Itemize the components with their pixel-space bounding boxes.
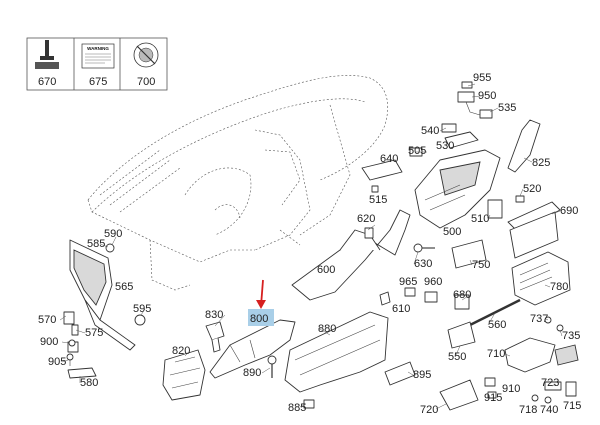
label-505: 505 <box>408 145 426 157</box>
part-640-switch-panel <box>361 159 403 181</box>
part-540-clip <box>441 123 457 133</box>
label-620: 620 <box>357 213 375 225</box>
part-960-switch <box>404 287 470 310</box>
leader-lines <box>59 83 563 410</box>
label-950: 950 <box>478 90 496 102</box>
part-565-side-panel <box>69 239 136 351</box>
part-510-switch <box>487 199 503 219</box>
label-520: 520 <box>523 183 541 195</box>
label-890: 890 <box>243 367 261 379</box>
label-900: 900 <box>40 336 58 348</box>
red-arrow-icon <box>256 279 266 309</box>
label-640: 640 <box>380 153 398 165</box>
label-880: 880 <box>318 323 336 335</box>
label-830: 830 <box>205 309 223 321</box>
part-600-lower-trim <box>291 209 411 301</box>
part-550-bracket <box>447 321 476 349</box>
part-905-screw <box>66 353 74 366</box>
part-723-button <box>544 381 562 391</box>
label-585: 585 <box>87 238 105 250</box>
part-520-clip <box>515 195 525 203</box>
label-575: 575 <box>85 327 103 339</box>
label-820: 820 <box>172 345 190 357</box>
part-820-end-cap <box>162 349 206 401</box>
part-720-module <box>439 379 479 411</box>
label-565: 565 <box>115 281 133 293</box>
label-905: 905 <box>48 356 66 368</box>
label-885: 885 <box>288 402 306 414</box>
label-780: 780 <box>550 281 568 293</box>
part-915-clip <box>487 391 497 399</box>
part-580-pad <box>67 367 97 379</box>
warning-label-icon: WARNING <box>81 43 115 69</box>
part-515-clip <box>371 185 379 193</box>
label-510: 510 <box>471 213 489 225</box>
legend-boxes: WARNING 670 675 700 <box>26 37 168 91</box>
part-900-screw <box>68 339 76 347</box>
label-718: 718 <box>519 404 537 416</box>
label-965: 965 <box>399 276 417 288</box>
part-530-trim <box>444 131 479 149</box>
label-500: 500 <box>443 226 461 238</box>
label-715: 715 <box>563 400 581 412</box>
part-910-clip <box>484 377 496 387</box>
label-630: 630 <box>414 258 432 270</box>
label-540: 540 <box>421 125 439 137</box>
part-890-screw <box>267 355 277 378</box>
label-580: 580 <box>80 377 98 389</box>
part-895-pad <box>384 361 416 386</box>
label-960: 960 <box>424 276 442 288</box>
label-895: 895 <box>413 369 431 381</box>
part-880-knee-bolster <box>284 311 389 393</box>
part-715-button <box>565 381 577 397</box>
legend-number-675: 675 <box>89 76 107 88</box>
label-915: 915 <box>484 392 502 404</box>
label-720: 720 <box>420 404 438 416</box>
label-910: 910 <box>502 383 520 395</box>
part-560-rod <box>469 298 521 327</box>
label-800: 800 <box>250 313 268 325</box>
part-630-screw <box>413 243 435 253</box>
label-750: 750 <box>472 259 490 271</box>
legend-number-700: 700 <box>137 76 155 88</box>
highlight-800 <box>248 309 274 326</box>
label-610: 610 <box>392 303 410 315</box>
label-590: 590 <box>104 228 122 240</box>
label-535: 535 <box>498 102 516 114</box>
dashboard-outline <box>87 75 389 291</box>
part-595-clip <box>134 314 146 326</box>
label-690: 690 <box>560 205 578 217</box>
part-610-clip <box>379 291 391 306</box>
part-620-bracket <box>364 227 374 239</box>
label-723: 723 <box>541 377 559 389</box>
part-750-bezel <box>451 239 487 269</box>
part-710-control-unit <box>504 337 556 373</box>
label-740: 740 <box>540 404 558 416</box>
label-515: 515 <box>369 194 387 206</box>
part-825-trim <box>507 119 541 173</box>
label-825: 825 <box>532 157 550 169</box>
part-740-screw <box>544 396 552 404</box>
label-560: 560 <box>488 319 506 331</box>
bolt-icon <box>35 40 59 69</box>
label-955: 955 <box>473 72 491 84</box>
part-885-clip <box>303 399 315 409</box>
legend-number-670: 670 <box>38 76 56 88</box>
label-710: 710 <box>487 348 505 360</box>
label-570: 570 <box>38 314 56 326</box>
part-labels: 955 950 535 540 530 505 640 825 515 520 … <box>38 72 581 416</box>
label-600: 600 <box>317 264 335 276</box>
label-680: 680 <box>453 289 471 301</box>
part-780-radio <box>511 251 571 306</box>
label-735: 735 <box>562 330 580 342</box>
label-595: 595 <box>133 303 151 315</box>
part-830-clip <box>205 321 225 353</box>
warning-label-text: WARNING <box>87 46 109 51</box>
part-718-screw <box>531 394 539 402</box>
airbag-sticker-icon <box>133 42 159 68</box>
label-737: 737 <box>530 313 548 325</box>
label-550: 550 <box>448 351 466 363</box>
label-530: 530 <box>436 140 454 152</box>
